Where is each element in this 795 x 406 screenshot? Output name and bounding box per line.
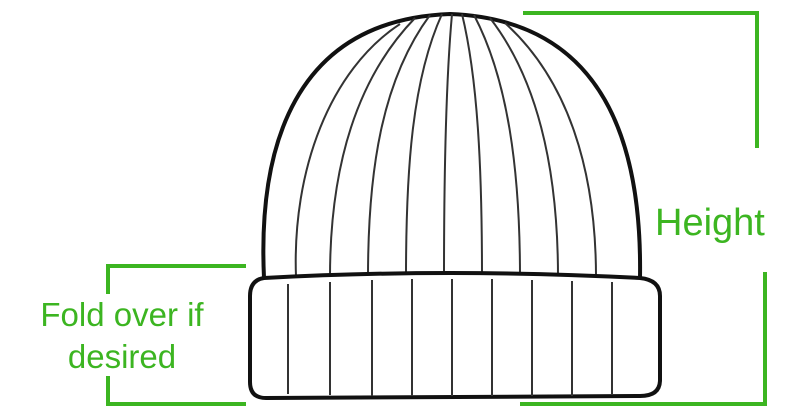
hat-cuff-outline <box>250 273 660 398</box>
fold-label-line-1: Fold over if <box>6 294 238 336</box>
hat-crown-outline <box>263 14 640 278</box>
beanie-hat-icon <box>250 14 660 398</box>
fold-over-label: Fold over if desired <box>6 294 238 378</box>
height-label: Height <box>655 198 765 248</box>
fold-label-line-2: desired <box>6 336 238 378</box>
